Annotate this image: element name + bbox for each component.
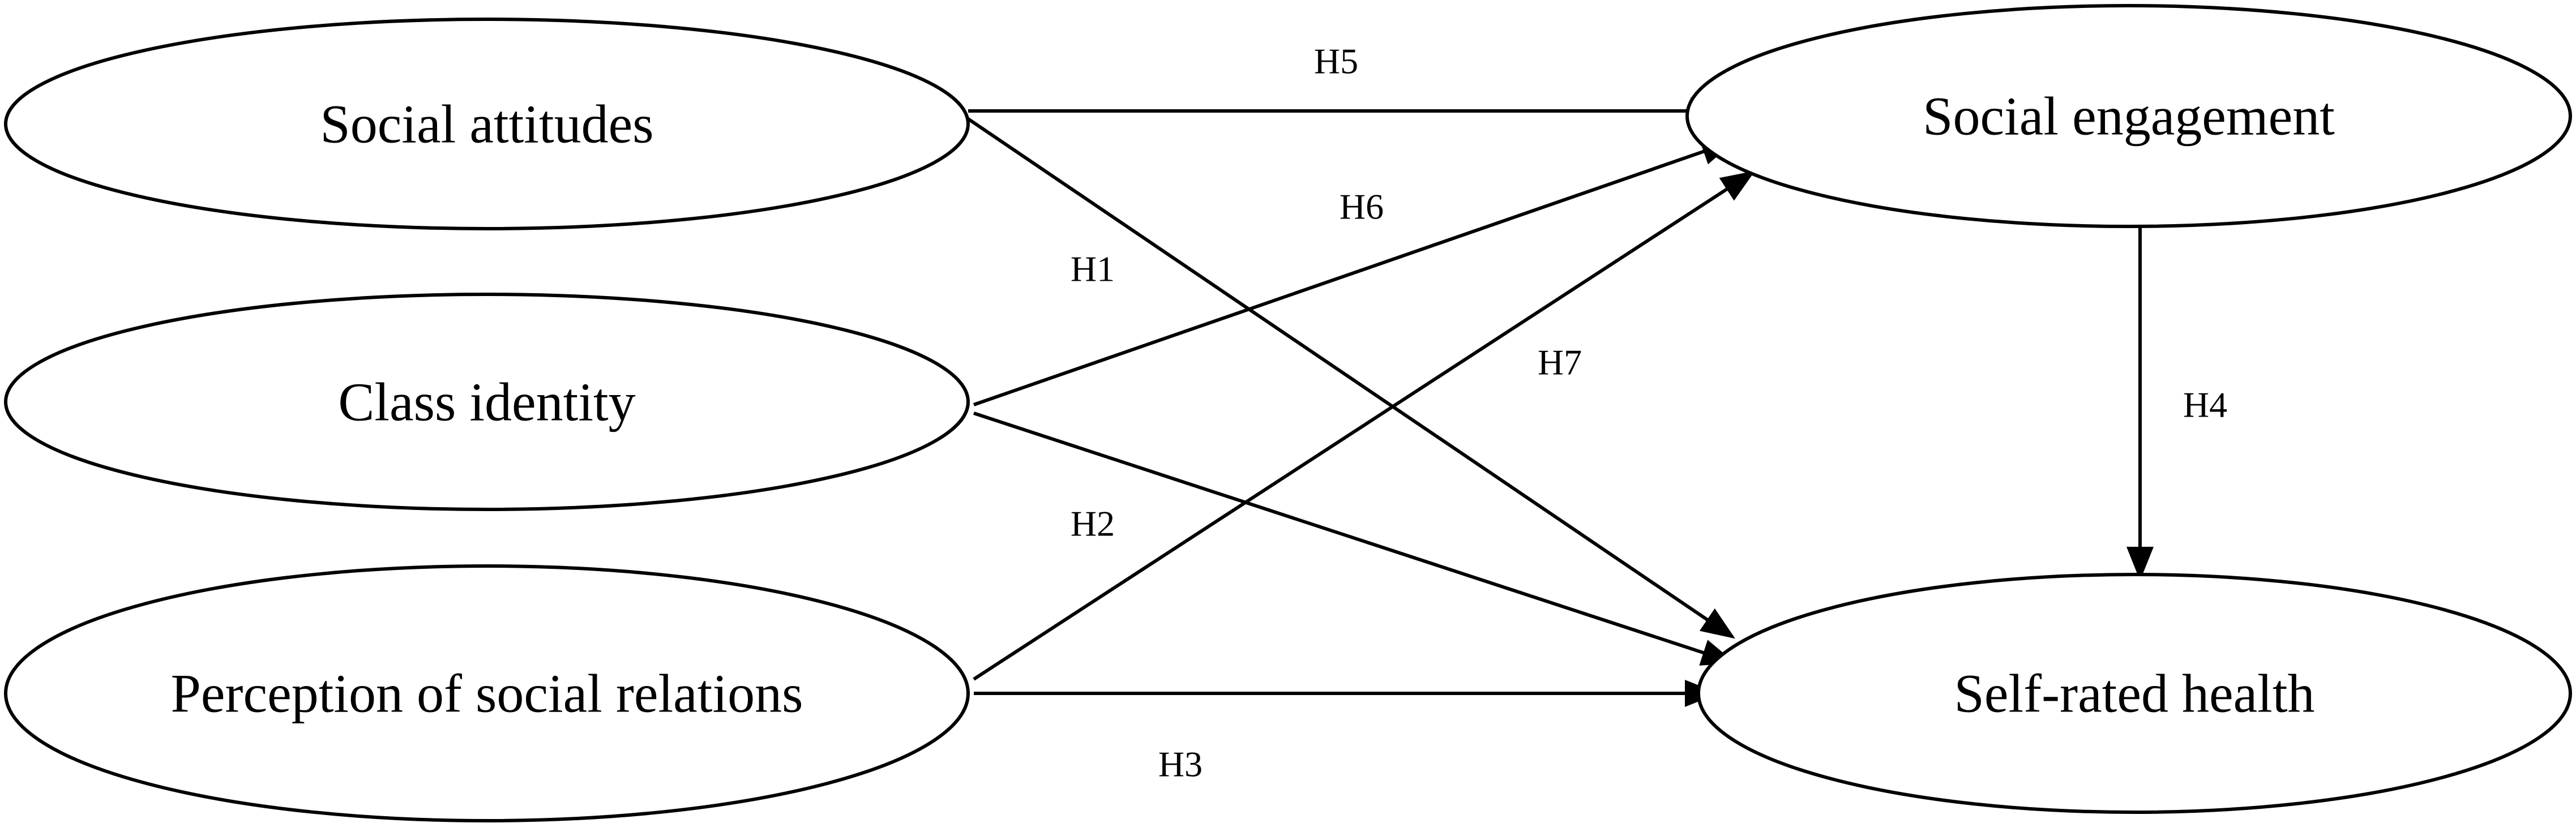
node-class-identity: Class identity [4, 293, 970, 511]
edge-h1-line [967, 117, 1735, 639]
node-perception-social-relations-label: Perception of social relations [171, 663, 803, 724]
node-perception-social-relations-ellipse [4, 564, 970, 822]
edge-label-h6: H6 [1340, 187, 1384, 227]
edge-h2-line [973, 411, 1736, 666]
node-social-engagement: Social engagement [1685, 4, 2572, 228]
node-social-engagement-label: Social engagement [1923, 86, 2335, 147]
edge-label-h5: H5 [1314, 41, 1358, 82]
node-social-attitudes-label: Social attitudes [320, 94, 653, 155]
node-social-attitudes-ellipse [4, 18, 970, 230]
edge-h7-line [973, 170, 1756, 681]
node-social-attitudes: Social attitudes [4, 18, 970, 230]
edge-labels: H5 H1 H6 H2 H7 H3 H4 [1071, 41, 2227, 784]
edges [967, 97, 2154, 707]
node-social-engagement-ellipse [1685, 4, 2572, 228]
edge-label-h7: H7 [1538, 342, 1582, 383]
node-perception-social-relations: Perception of social relations [4, 564, 970, 822]
node-self-rated-health-ellipse [1697, 573, 2572, 814]
node-self-rated-health-label: Self-rated health [1954, 663, 2314, 724]
edge-label-h4: H4 [2183, 385, 2227, 425]
node-class-identity-label: Class identity [338, 372, 635, 432]
edge-h6-line [973, 139, 1736, 406]
edge-label-h3: H3 [1158, 744, 1203, 784]
node-self-rated-health: Self-rated health [1697, 573, 2572, 814]
edge-label-h2: H2 [1071, 504, 1115, 544]
node-class-identity-ellipse [4, 293, 970, 511]
edge-label-h1: H1 [1071, 249, 1115, 289]
